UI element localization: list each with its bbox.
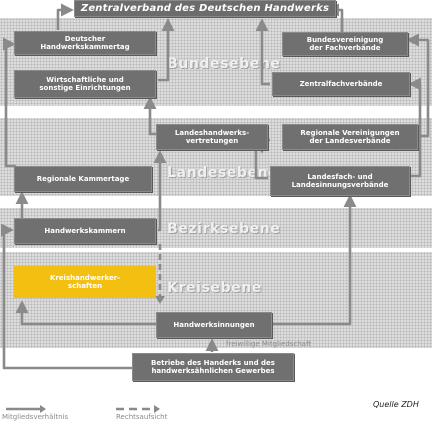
box-landesfachverbaende: Landesfach- und Landesinnungsverbände <box>270 166 410 196</box>
legend-solid-head <box>40 405 46 413</box>
box-handwerksinnungen: Handwerksinnungen <box>156 312 272 338</box>
level-label-local: Kreisebene <box>167 280 262 296</box>
box-regionale-vereinigungen: Regionale Vereinigungen der Landesverbän… <box>282 124 418 150</box>
box-zentralverband: Zentralverband des Deutschen Handwerks <box>74 0 336 17</box>
legend-dashed-head <box>154 405 160 413</box>
level-label-state: Landesebene <box>167 165 279 181</box>
box-handwerkskammertag: Deutscher Handwerkskammertag <box>14 31 156 55</box>
box-landeshandwerksvertretungen: Landeshandwerks- vertretungen <box>156 124 268 150</box>
arrow-regkammertage-to-kammertag <box>2 37 16 168</box>
arrow-innungen-to-landesfach <box>272 194 357 326</box>
box-kreishandwerkerschaften: Kreishandwerker- schaften <box>14 266 156 298</box>
arrow-regverein-to-bundesvereinigung <box>406 33 430 138</box>
box-regionale-kammertage: Regionale Kammertage <box>14 166 152 192</box>
legend-label-aufsicht: Rechtsaufsicht <box>116 413 168 421</box>
level-label-district: Bezirksebene <box>167 221 281 237</box>
dashed-hwk-to-kreis-head <box>155 296 165 304</box>
arrow-wirtschaftliche-to-zdh <box>158 18 175 82</box>
level-label-federal: Bundesebene <box>167 56 281 72</box>
source-credit: Quelle ZDH <box>373 400 419 409</box>
arrow-landesfach-to-zentralfach <box>408 77 422 178</box>
arrow-innungen-to-kreishw <box>15 300 156 326</box>
box-betriebe: Betriebe des Handerks und des handwerksä… <box>132 353 294 381</box>
arrow-zentralfach-to-zdh <box>255 18 270 86</box>
arrow-kammertag-to-zdh <box>56 3 74 30</box>
annotation-freiwillige: freiwillige Mitgliedschaft <box>226 340 312 348</box>
legend-label-mitglied: Mitgliedsverhältnis <box>2 413 69 421</box>
arrow-hwk-to-landeshw <box>153 150 167 232</box>
arrow-betriebe-to-hwk <box>0 223 132 370</box>
box-zentralfachverbaende: Zentralfachverbände <box>272 72 410 96</box>
arrow-landeshw-to-wirtschaftliche <box>143 96 157 136</box>
box-bundesvereinigung: Bundesvereinigung der Fachverbände <box>282 32 408 56</box>
box-handwerkskammern: Handwerkskammern <box>14 218 156 244</box>
box-wirtschaftliche-einrichtungen: Wirtschaftliche und sonstige Einrichtung… <box>14 70 156 98</box>
arrow-landesfach-to-landeshw <box>254 146 268 180</box>
